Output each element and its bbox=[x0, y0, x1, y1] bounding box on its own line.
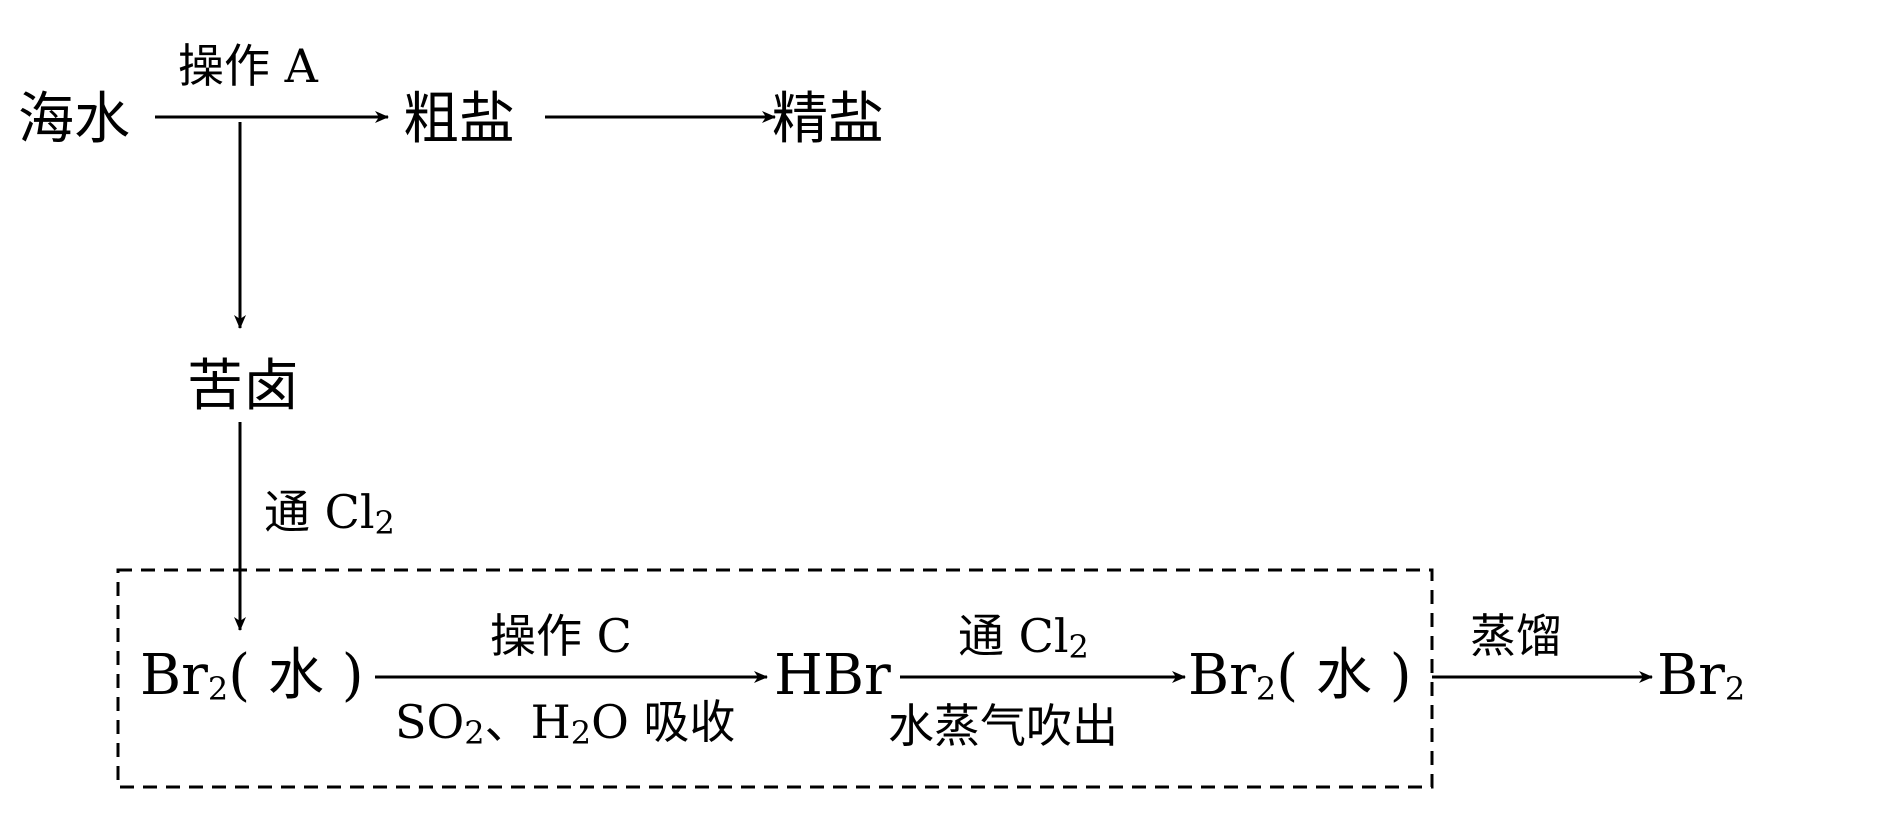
label-distillation: 蒸馏 bbox=[1470, 609, 1562, 663]
node-hbr: HBr bbox=[774, 643, 891, 708]
label-cl2-first: 通 Cl2 bbox=[264, 485, 395, 542]
label-operation-a: 操作 A bbox=[178, 39, 319, 93]
dashed-enclosure-box bbox=[116, 568, 1434, 789]
node-br2-water-1: Br2( 水 ) bbox=[140, 643, 364, 708]
node-br2-final: Br2 bbox=[1657, 643, 1745, 708]
label-cl2-second: 通 Cl2 bbox=[958, 609, 1089, 666]
label-so2-h2o-absorb: SO2、H2O 吸收 bbox=[395, 695, 735, 752]
node-seawater: 海水 bbox=[18, 87, 130, 152]
node-bittern: 苦卤 bbox=[187, 354, 299, 419]
node-crude-salt: 粗盐 bbox=[403, 87, 515, 152]
label-operation-c: 操作 C bbox=[490, 609, 632, 663]
node-br2-water-2: Br2( 水 ) bbox=[1188, 643, 1412, 708]
label-steam-blow-out: 水蒸气吹出 bbox=[888, 699, 1118, 753]
node-refined-salt: 精盐 bbox=[772, 87, 884, 152]
